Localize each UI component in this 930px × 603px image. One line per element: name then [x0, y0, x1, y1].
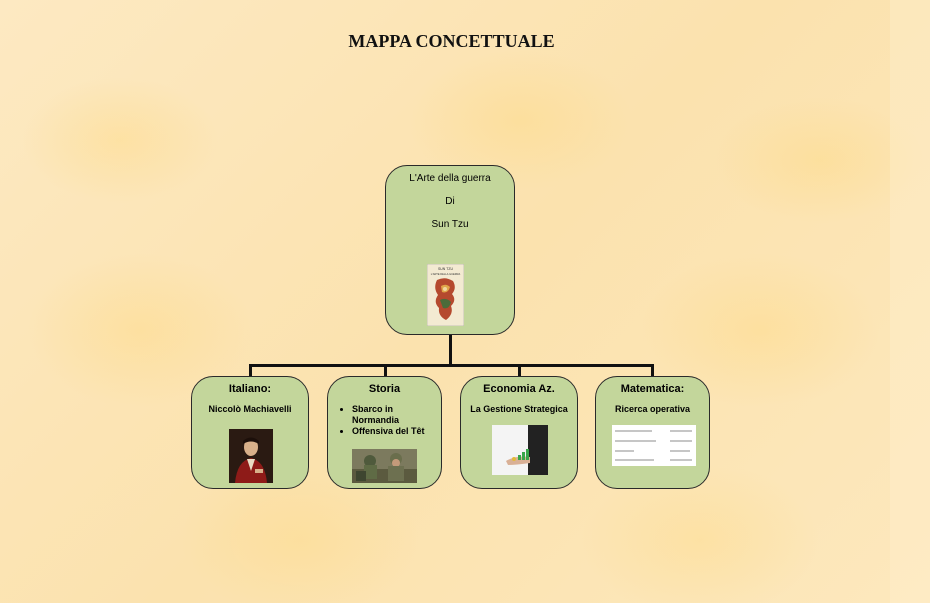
connector-economia — [518, 364, 521, 376]
list-item: Sbarco in Normandia — [352, 404, 441, 426]
storia-bullet-list: Sbarco in Normandia Offensiva del Têt — [328, 404, 441, 437]
child-node-storia: Storia Sbarco in Normandia Offensiva del… — [327, 376, 442, 489]
root-di-line: Di — [445, 196, 455, 207]
connector-horizontal — [249, 364, 654, 367]
child-node-italiano: Italiano: Niccolò Machiavelli — [191, 376, 309, 489]
child-node-economia: Economia Az. La Gestione Strategica — [460, 376, 578, 489]
connector-root-trunk — [449, 335, 452, 365]
book-cover-title: L'ARTE DELLA GUERRA — [431, 272, 461, 276]
child-heading: Economia Az. — [483, 383, 555, 395]
connector-matematica — [651, 364, 654, 376]
book-cover-author: SUN TZU — [438, 267, 454, 271]
child-heading: Italiano: — [228, 383, 272, 395]
child-node-matematica: Matematica: Ricerca operativa — [595, 376, 710, 489]
child-subtitle: Ricerca operativa — [614, 404, 691, 414]
child-heading: Storia — [368, 383, 401, 395]
page-title: MAPPA CONCETTUALE — [348, 31, 555, 51]
machiavelli-portrait-image — [229, 429, 273, 483]
root-node: L'Arte della guerra Di Sun Tzu SUN TZU L… — [385, 165, 515, 335]
business-hand-image — [492, 425, 548, 475]
background-edge-strip — [890, 0, 930, 603]
connector-storia — [384, 364, 387, 376]
child-subtitle: La Gestione Strategica — [470, 404, 568, 414]
connector-italiano — [249, 364, 252, 376]
child-subtitle: Niccolò Machiavelli — [208, 404, 292, 414]
child-heading: Matematica: — [620, 383, 685, 395]
root-author-line: Sun Tzu — [431, 219, 469, 230]
book-cover-image: SUN TZU L'ARTE DELLA GUERRA — [427, 264, 464, 326]
soldiers-photo-image — [352, 449, 417, 483]
root-title-line: L'Arte della guerra — [409, 173, 491, 184]
list-item: Offensiva del Têt — [352, 426, 441, 437]
equations-image — [612, 425, 696, 466]
